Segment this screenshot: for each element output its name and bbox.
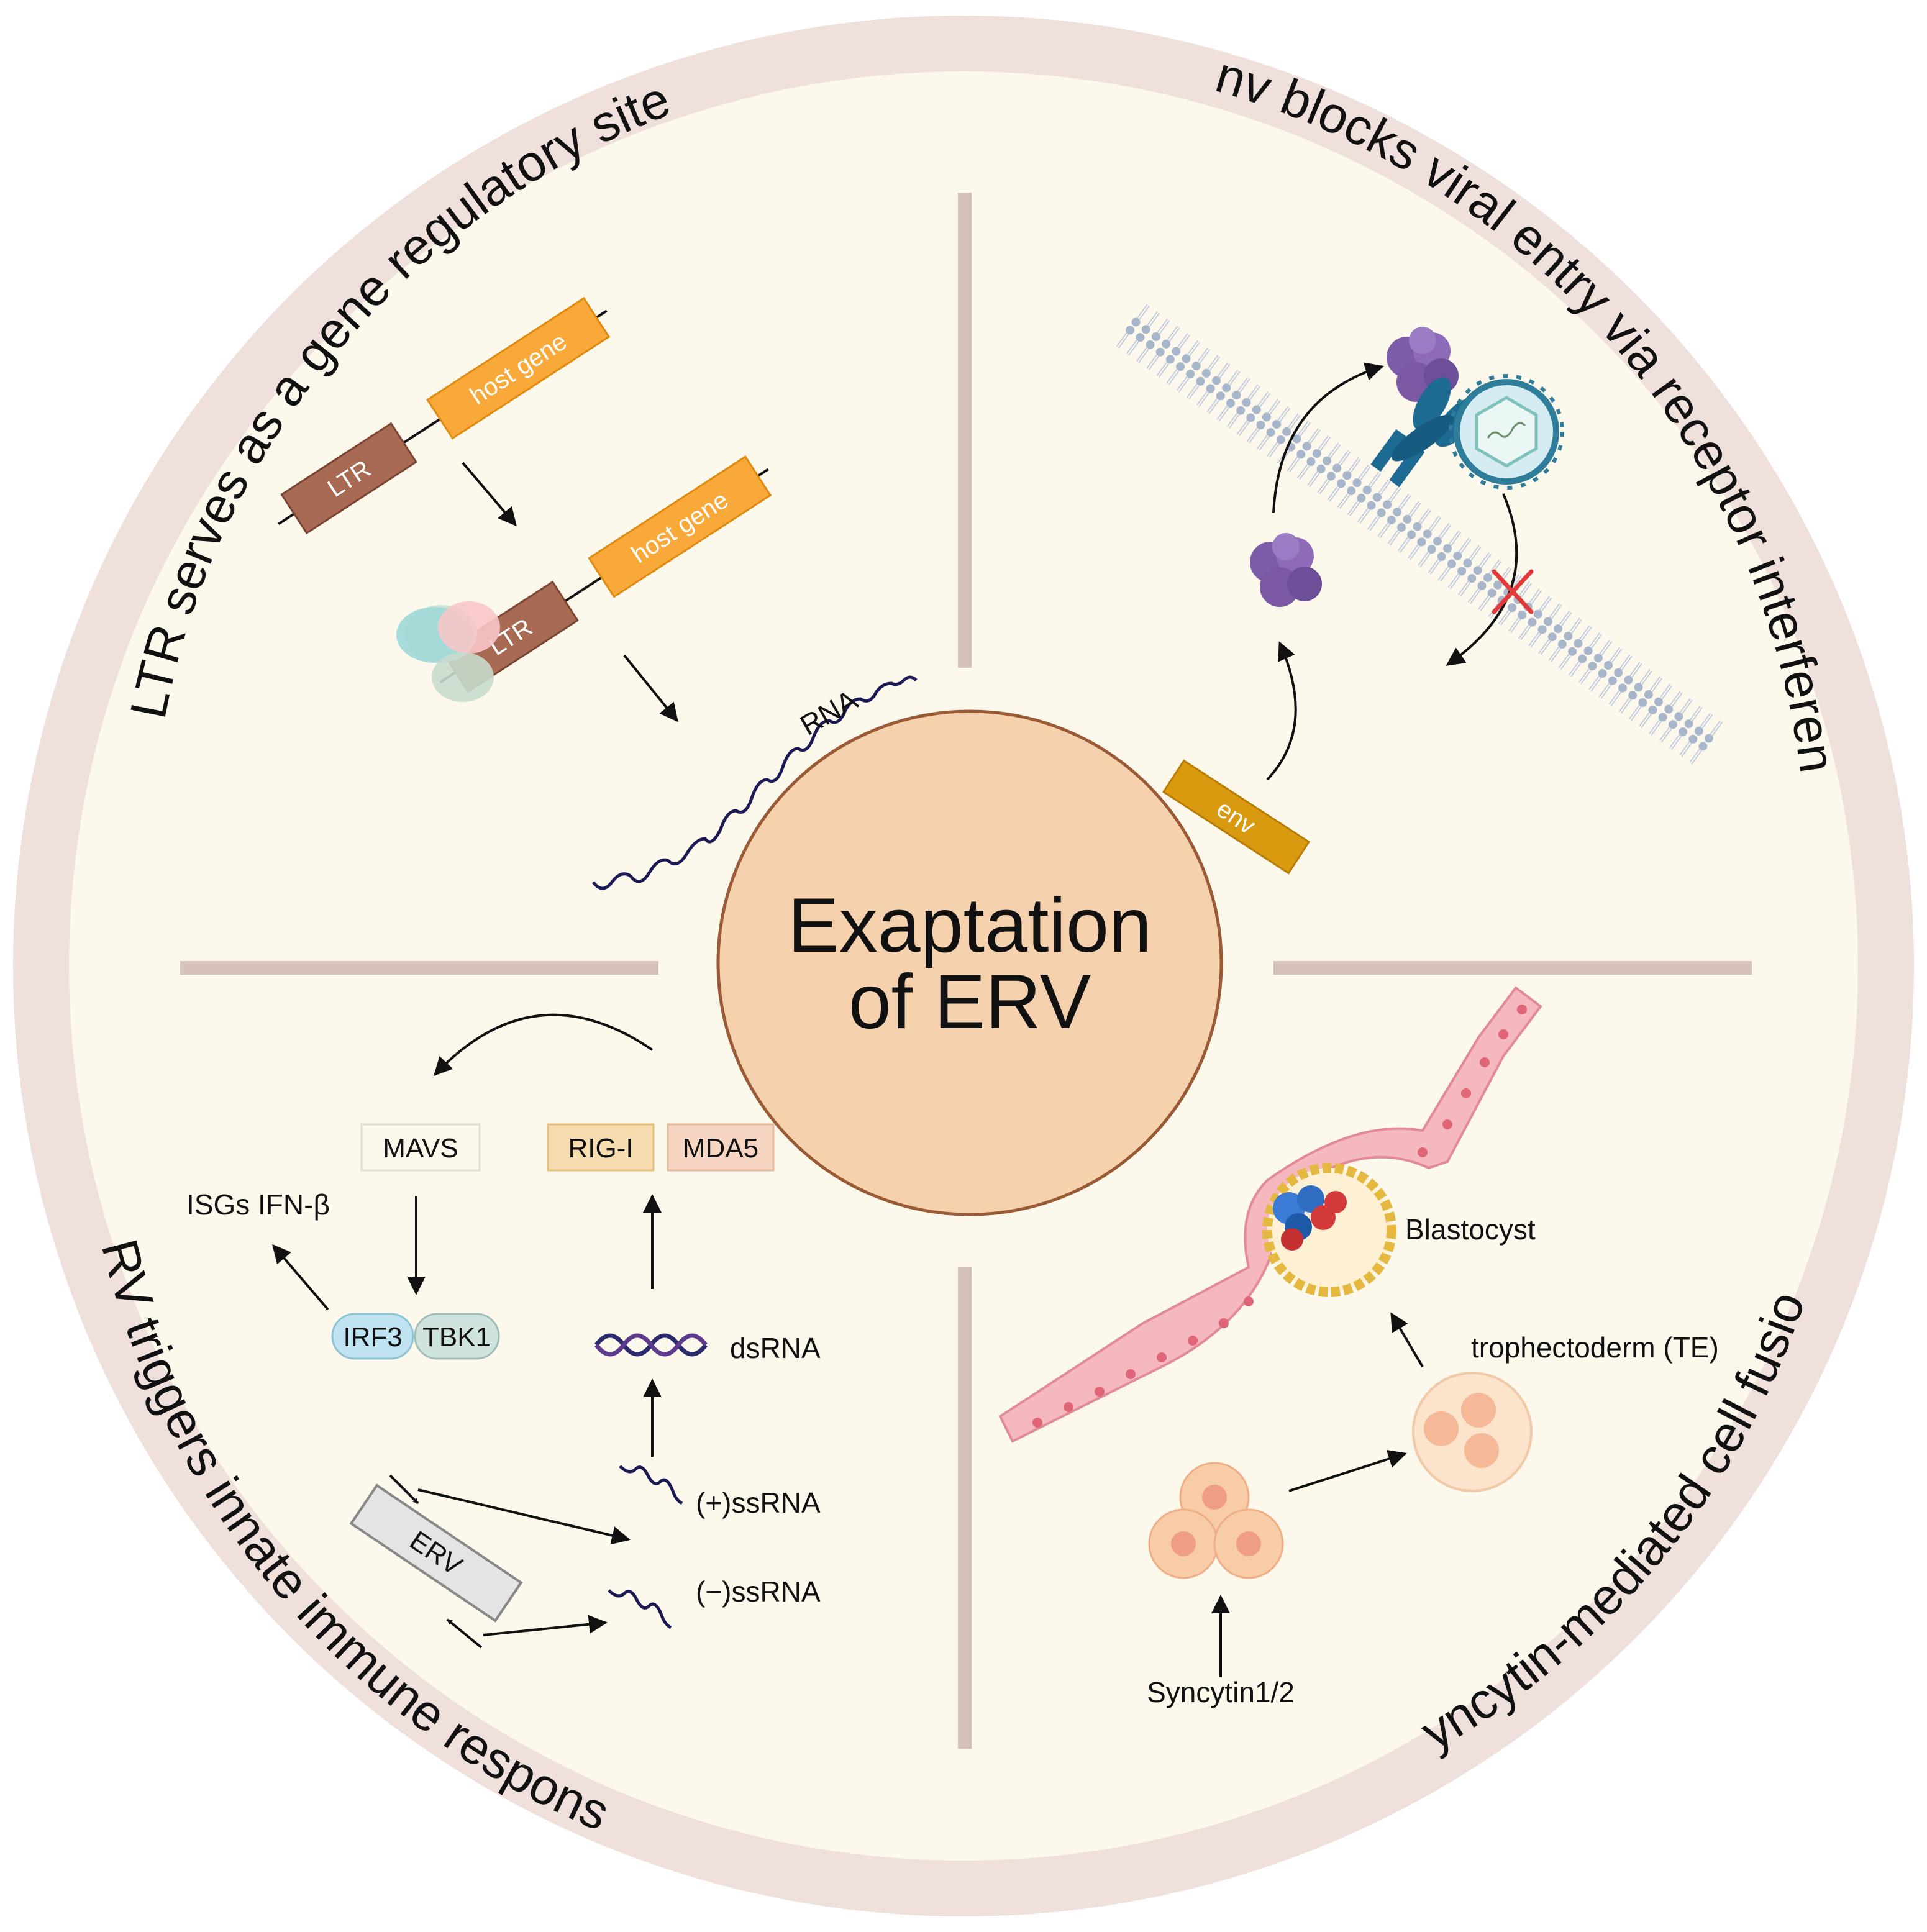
center-title-line1: Exaptation (788, 883, 1152, 968)
cell-membrane (1111, 299, 1728, 769)
rig-i-box (547, 1123, 655, 1172)
ssrna-icon (619, 1465, 683, 1505)
activation-arrow (462, 462, 517, 527)
te-to-blastocyst-arrow (1390, 1312, 1424, 1368)
tbk1-label: TBK1 (422, 1322, 491, 1352)
dsrna-label: dsRNA (730, 1332, 821, 1364)
syncytin-label: Syncytin1/2 (1147, 1676, 1295, 1708)
innate-immune-panel: MAVS RIG-I MDA5 ISGs IFN-β IRF3 TBK1 dsR… (186, 1013, 821, 1649)
isgs-label: ISGs IFN-β (186, 1188, 330, 1221)
isg-arrow (272, 1244, 329, 1311)
minus-strand-arrow (483, 1615, 608, 1636)
tbk1-pill (414, 1313, 500, 1360)
plus-ssrna-label: (+)ssRNA (696, 1487, 821, 1519)
host-gene-segment (426, 297, 611, 440)
trophectoderm-label: trophectoderm (TE) (1471, 1331, 1719, 1364)
cells-to-te-arrow (1288, 1449, 1407, 1492)
dsrna-helix-icon (594, 1333, 708, 1357)
signaling-arrow (433, 1013, 654, 1077)
irf3-pill (331, 1313, 414, 1360)
plus-strand-arrow (417, 1488, 631, 1545)
quadrant-dividers (180, 193, 1752, 1749)
virus-icon (1449, 374, 1564, 490)
sense-transcription-arrow (389, 1474, 419, 1505)
minus-ssrna-label: (−)ssRNA (696, 1575, 821, 1608)
antisense-transcription-arrow (446, 1618, 483, 1649)
transcription-arrow (623, 654, 678, 722)
center-circle (716, 709, 1223, 1216)
blastocyst-label: Blastocyst (1405, 1213, 1536, 1246)
env-protein-icon (1250, 533, 1322, 607)
mda5-box (667, 1123, 775, 1172)
blastocyst-icon (1262, 1163, 1396, 1297)
mavs-box (360, 1123, 481, 1172)
epithelium-nuclei (1032, 1005, 1527, 1428)
trophectoderm-cell-icon (1412, 1372, 1533, 1492)
mavs-label: MAVS (383, 1133, 458, 1164)
env-trafficking-arrow (1272, 362, 1384, 513)
ssrna-icon (608, 1589, 672, 1629)
syncytin-panel: Blastocyst trophectoderm (TE) Syncytin1/… (998, 986, 1719, 1708)
rna-strand (592, 675, 918, 890)
inhibition-cross-icon (1492, 569, 1534, 614)
env-receptor-panel: env (1111, 299, 1728, 875)
ltr-regulatory-panel: LTR host gene LTR host gene RNA (278, 297, 918, 890)
mda5-label: MDA5 (683, 1133, 758, 1164)
irf3-label: IRF3 (343, 1322, 402, 1352)
env-expression-arrow (1266, 641, 1297, 781)
host-gene-segment (588, 455, 772, 598)
center-title-line2: of ERV (849, 959, 1091, 1045)
transcription-factor-complex-icon (396, 601, 500, 702)
rig-i-label: RIG-I (568, 1133, 633, 1164)
stem-cells-icon (1148, 1462, 1284, 1579)
ltr-segment (280, 422, 417, 535)
ltr-host-gene-construct: LTR host gene (278, 297, 611, 535)
